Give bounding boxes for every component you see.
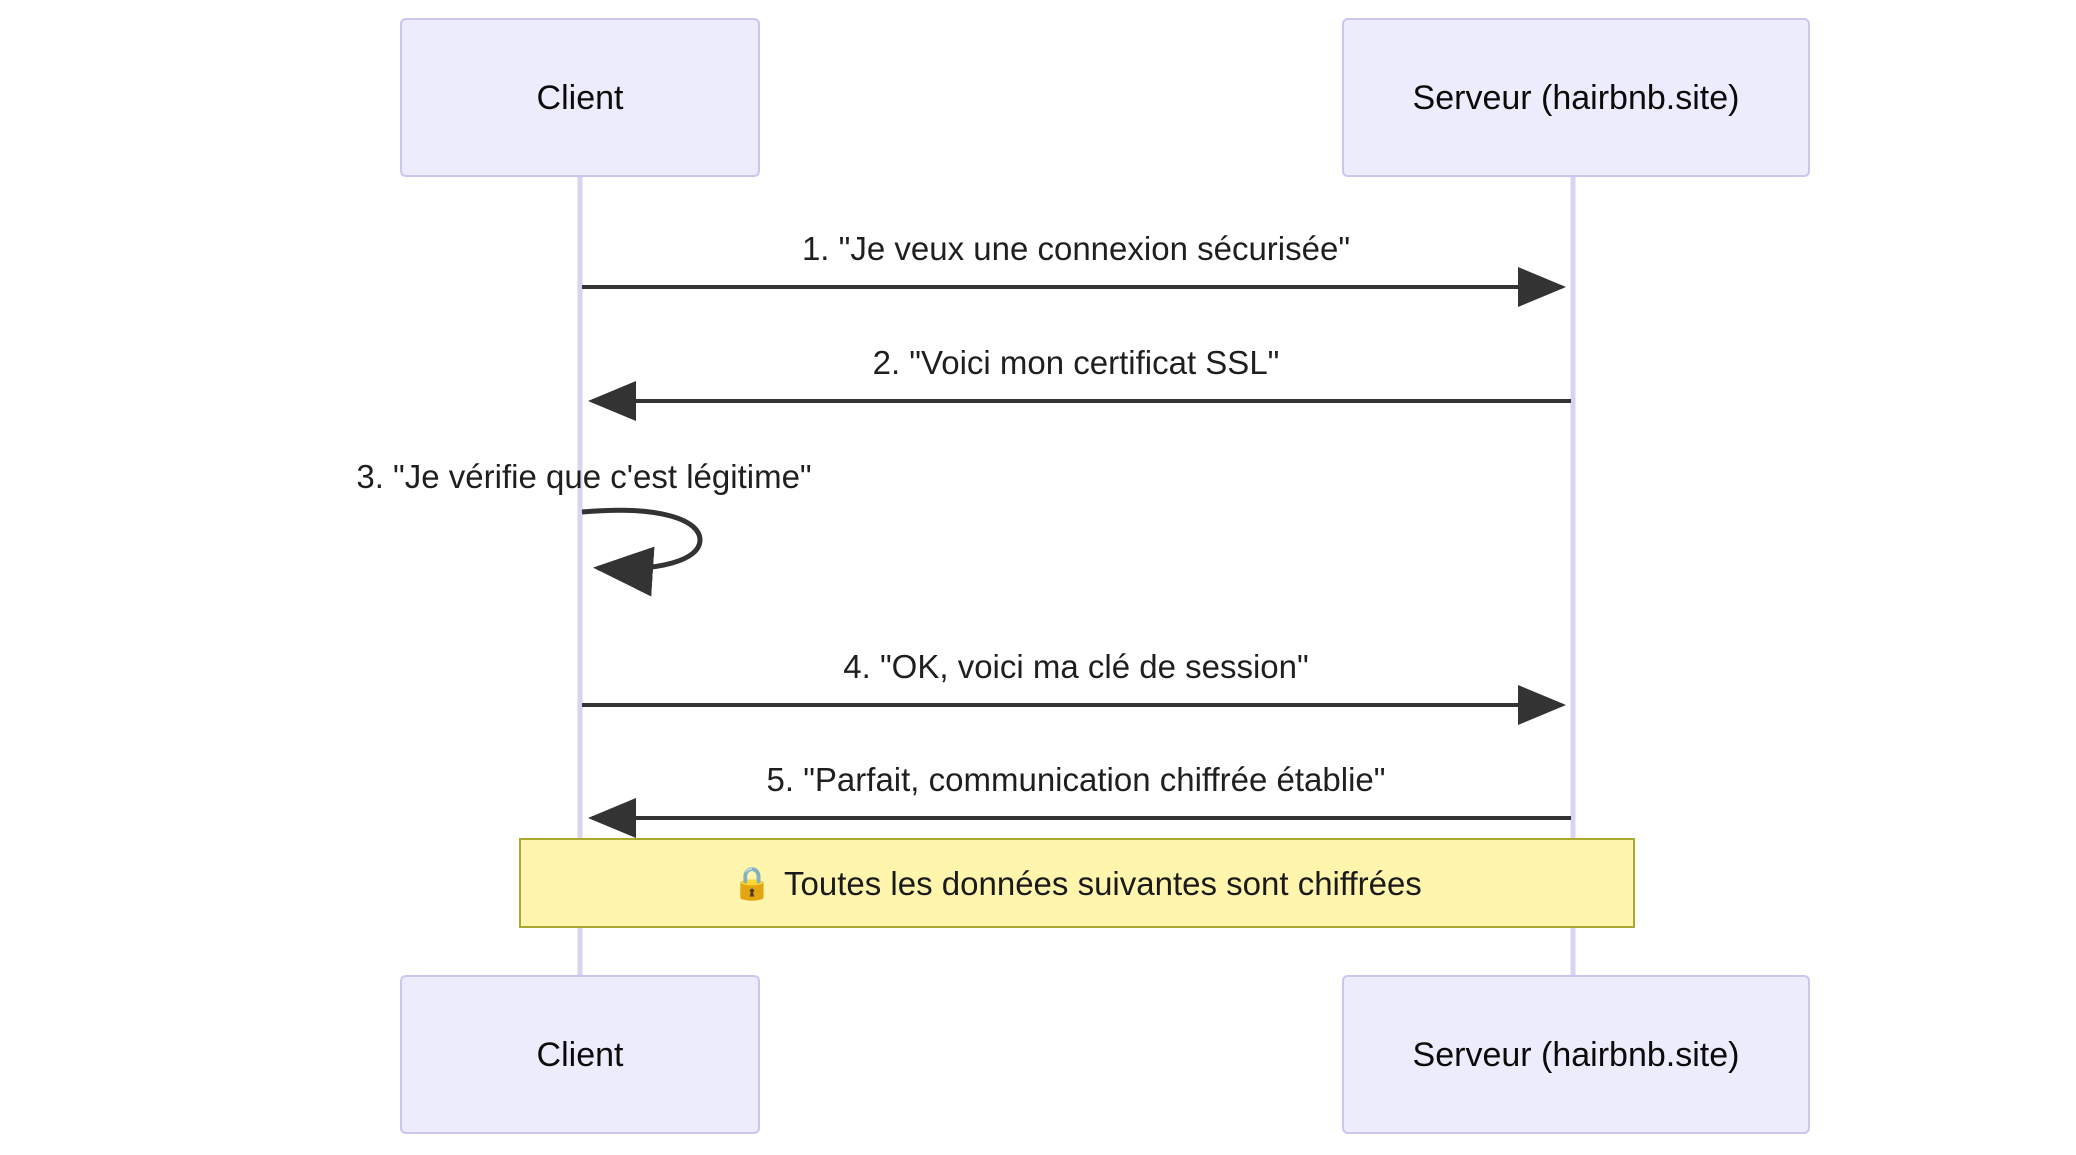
note-text-wrapper: 🔒 Toutes les données suivantes sont chif… <box>732 867 1422 900</box>
actor-label-client-bottom: Client <box>536 1035 624 1074</box>
actor-label-server-top: Serveur (hairbnb.site) <box>1412 78 1740 117</box>
message-label-2: 2. "Voici mon certificat SSL" <box>872 344 1280 381</box>
note-encrypted-data: 🔒 Toutes les données suivantes sont chif… <box>519 838 1635 928</box>
actor-box-client-bottom[interactable]: Client <box>400 975 760 1134</box>
actor-label-server-bottom: Serveur (hairbnb.site) <box>1412 1035 1740 1074</box>
message-label-1: 1. "Je veux une connexion sécurisée" <box>801 230 1351 267</box>
message-label-4: 4. "OK, voici ma clé de session" <box>843 648 1309 685</box>
message-arrow-3-selfloop <box>581 507 703 597</box>
message-label-5: 5. "Parfait, communication chiffrée étab… <box>766 761 1386 798</box>
actor-box-server-bottom[interactable]: Serveur (hairbnb.site) <box>1342 975 1810 1134</box>
message-label-3: 3. "Je vérifie que c'est légitime" <box>356 458 812 495</box>
actor-box-server-top[interactable]: Serveur (hairbnb.site) <box>1342 18 1810 177</box>
actor-box-client-top[interactable]: Client <box>400 18 760 177</box>
note-label: Toutes les données suivantes sont chiffr… <box>784 864 1422 902</box>
actor-label-client-top: Client <box>536 78 624 117</box>
lock-icon: 🔒 <box>732 865 773 901</box>
